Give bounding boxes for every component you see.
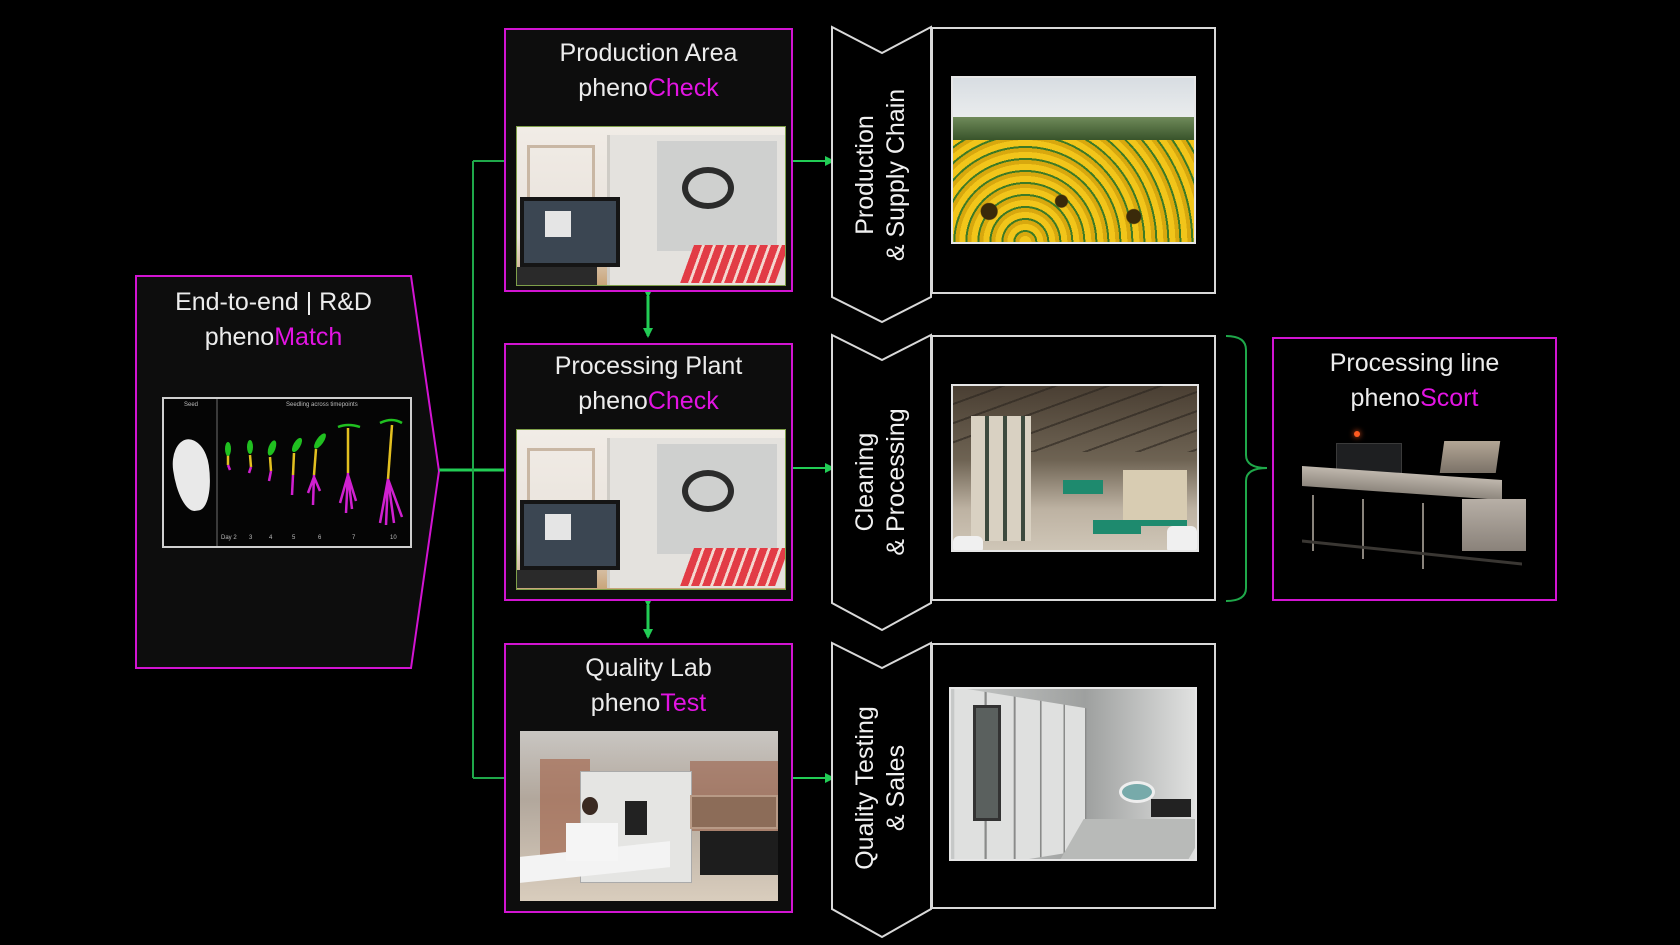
station-product-name: phenoCheck [578, 74, 719, 102]
rnd-panel: End-to-end | R&D phenoMatch Seed Seedlin… [136, 276, 412, 668]
stage-panel-cleaning [931, 335, 1216, 601]
station-product-name: phenoCheck [578, 387, 719, 415]
day-label: Day 2 [221, 535, 237, 541]
rnd-product-name: phenoMatch [204, 323, 343, 351]
station-title: Quality Lab [585, 654, 712, 682]
station-product-name: phenoTest [590, 689, 707, 717]
day-label: 3 [249, 535, 253, 541]
phenotest-lab-photo [520, 731, 778, 901]
stage-label-cleaning: Cleaning & Processing [851, 408, 910, 556]
stage-label-production: Production & Supply Chain [851, 88, 910, 262]
day-label: 6 [318, 535, 322, 541]
day-label: 5 [292, 535, 296, 541]
station-production-area: Production Area phenoCheck [504, 28, 793, 292]
stage-panel-production [931, 27, 1216, 294]
day-label: 7 [352, 535, 356, 541]
chevron-stage-2 [831, 333, 932, 632]
seedling-label: Seedling across timepoints [286, 402, 358, 408]
rnd-title: End-to-end | R&D phenoMatch [136, 285, 411, 355]
chevron-stage-3 [831, 641, 932, 939]
chevron-stage-1 [831, 25, 932, 324]
station-title: Processing Plant [554, 352, 743, 380]
station-quality-lab: Quality Lab phenoTest [504, 643, 793, 913]
rnd-title-line1: End-to-end | R&D [175, 288, 372, 316]
station-title: Production Area [559, 39, 738, 67]
phenoscort-machine-photo [1302, 429, 1552, 594]
seed-label: Seed [184, 402, 199, 408]
seedling-illustrations [225, 418, 404, 526]
phenocheck-photo [516, 126, 786, 286]
processing-line-panel: Processing line phenoScort [1272, 337, 1557, 601]
processing-plant-photo [951, 384, 1199, 552]
day-label: 10 [390, 535, 397, 541]
day-label: 4 [269, 535, 273, 541]
seedling-timeline-image: Seed Seedling across timepoints Day 2 3 … [162, 397, 412, 548]
stage-label-quality: Quality Testing & Sales [851, 706, 910, 870]
processing-line-product-name: phenoScort [1350, 384, 1479, 412]
phenocheck-photo [516, 429, 786, 590]
processing-line-title: Processing line [1329, 349, 1500, 377]
germination-lab-photo [949, 687, 1197, 861]
station-processing-plant: Processing Plant phenoCheck [504, 343, 793, 601]
sunflower-field-photo [951, 76, 1196, 244]
seed-shape [169, 436, 215, 514]
stage-panel-quality [931, 643, 1216, 909]
curly-brace [1225, 335, 1268, 602]
